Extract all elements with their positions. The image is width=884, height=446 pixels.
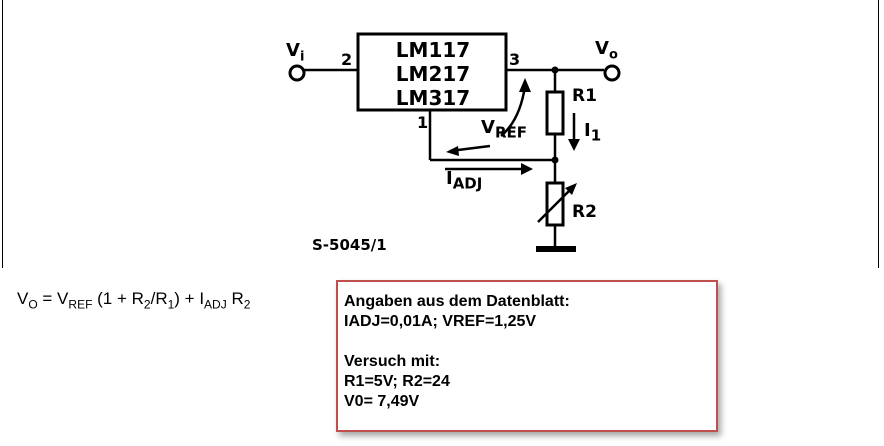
ground-bar [536,246,576,252]
vref-sub: REF [494,123,527,142]
output-voltage-v: V [595,38,609,59]
ic-box [356,32,508,112]
iadj-label: IADJ [446,170,482,192]
input-voltage-v: V [286,40,300,61]
formula-part-3: R [226,289,244,308]
formula-v: V [17,289,29,308]
formula-r2b-sub: 2 [243,297,251,312]
r1-label: R1 [572,86,597,106]
output-terminal [603,64,621,82]
output-voltage-label: Vo [595,40,618,62]
i1-label: I1 [584,122,601,144]
pin-in-label: 2 [341,50,353,69]
note-line-2: IADJ=0,01A; VREF=1,25V [344,313,537,330]
vref-left-arrowhead [446,146,459,156]
input-voltage-label: Vi [286,42,304,64]
note-line-3 [344,332,710,352]
ic-line-3: LM317 [395,86,471,110]
vref-label: VREF [481,119,527,141]
pin-adj-label: 1 [417,113,429,132]
ic-line-2: LM217 [395,62,471,86]
formula-eq: = V [37,289,69,308]
i1-sub: 1 [590,126,602,145]
iadj-arrowhead [521,163,533,175]
note-line-1: Angaben aus dem Datenblatt: [344,293,570,310]
formula-vref-sub: REF [68,297,93,312]
input-voltage-sub: i [299,49,305,65]
formula-r1-sub: 1 [167,297,175,312]
r2-arrowhead [565,183,577,195]
node-dot-mid [551,156,559,164]
formula-iadj-sub: ADJ [204,297,227,312]
i1-i: I [584,120,591,141]
datasheet-note-box: Angaben aus dem Datenblatt: IADJ=0,01A; … [336,280,718,432]
r2-label: R2 [572,202,597,222]
r1-resistor [545,90,565,136]
vref-curve-arrowhead [519,78,531,92]
frame-left-line [2,0,3,268]
note-line-5: R1=5V; R2=24 [344,373,450,390]
output-voltage-formula: VO = VREF (1 + R2/R1) + IADJ R2 [17,289,250,311]
note-line-6: V0= 7,49V [344,393,420,410]
pin-out-label: 3 [509,50,521,69]
formula-part-1: (1 + R [92,289,144,308]
note-line-4: Versuch mit: [344,353,441,370]
iadj-i: I [446,168,453,189]
input-terminal [288,64,306,82]
frame-right-line [878,0,879,268]
formula-part-2: ) + I [174,289,205,308]
node-dot-top [551,66,559,74]
formula-v-sub: O [28,297,38,312]
formula-r2-sub: 2 [143,297,151,312]
ic-line-1: LM117 [395,38,471,62]
formula-slash: /R [150,289,168,308]
output-voltage-sub: o [608,47,618,63]
circuit-diagram [288,32,621,252]
i1-arrowhead [568,139,580,151]
ic-label: LM117 LM217 LM317 [362,38,504,110]
figure-code: S-5045/1 [312,236,387,254]
iadj-sub: ADJ [452,174,483,193]
r2-variable-arrow [537,185,575,223]
vref-v: V [481,117,495,138]
